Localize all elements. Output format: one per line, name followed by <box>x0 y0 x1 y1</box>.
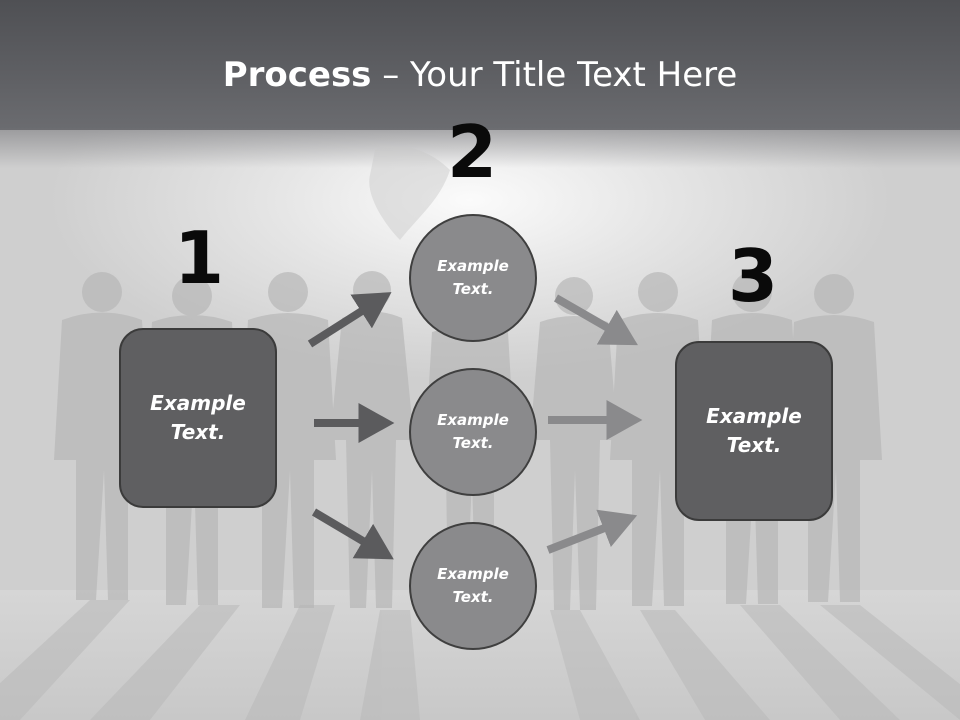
slide-title: Process – Your Title Text Here <box>0 52 960 98</box>
arrow-left-to-bottom <box>311 508 394 560</box>
process-circle-bottom-label: Example Text. <box>437 565 509 606</box>
process-circle-middle: Example Text. <box>409 368 537 496</box>
title-bold: Process <box>222 55 372 95</box>
title-rest: – Your Title Text Here <box>371 55 738 95</box>
process-circle-top-label: Example Text. <box>437 257 509 298</box>
step-number-1: 1 <box>173 216 225 300</box>
step-number-2: 2 <box>446 110 498 194</box>
step-number-3: 3 <box>727 234 779 318</box>
arrow-left-to-top <box>307 292 392 348</box>
arrow-top-to-right <box>554 294 638 346</box>
arrow-bottom-to-right <box>546 509 638 554</box>
process-circle-top: Example Text. <box>409 214 537 342</box>
process-circle-bottom: Example Text. <box>409 522 537 650</box>
header-fade <box>0 128 960 168</box>
step-box-3-label: Example Text. <box>706 404 802 457</box>
header-band <box>0 0 960 130</box>
process-circle-middle-label: Example Text. <box>437 411 509 452</box>
step-box-1: Example Text. <box>119 328 277 508</box>
step-box-3: Example Text. <box>675 341 833 521</box>
step-box-1-label: Example Text. <box>150 391 246 444</box>
